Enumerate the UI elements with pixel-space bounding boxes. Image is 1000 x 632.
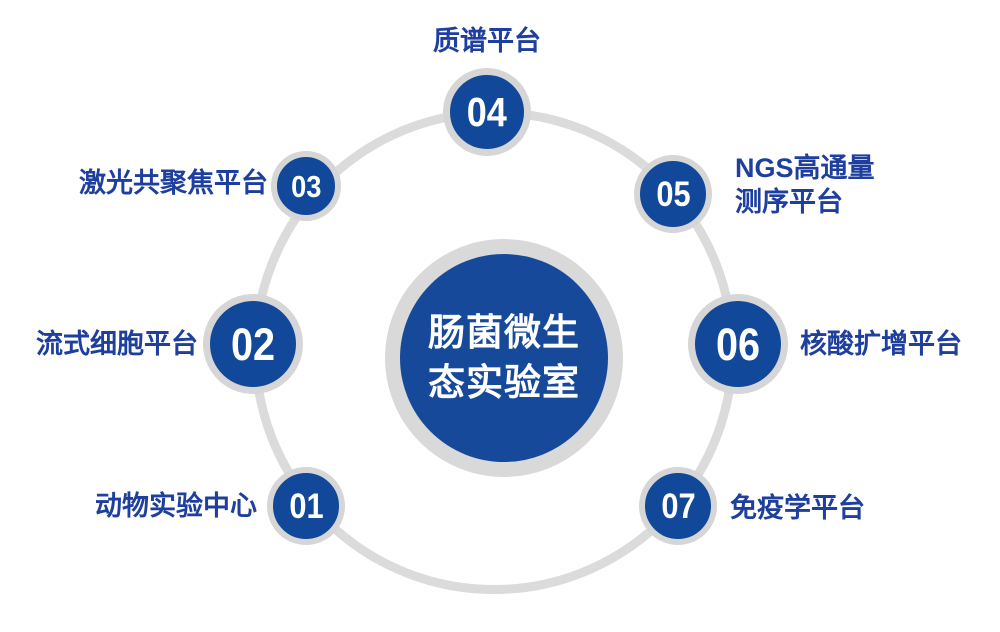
node-05-label-line1: NGS高通量 [735, 153, 875, 183]
node-05-label: NGS高通量 测序平台 [735, 151, 875, 219]
center-circle: 肠菌微生 态实验室 [385, 239, 623, 477]
node-03: 03 [271, 151, 341, 221]
node-01: 01 [267, 467, 345, 545]
node-03-label: 激光共聚焦平台 [79, 168, 268, 198]
node-02: 02 [203, 294, 303, 394]
node-07-label: 免疫学平台 [730, 493, 865, 523]
node-04-label: 质谱平台 [433, 26, 541, 56]
node-05: 05 [634, 155, 712, 233]
node-02-number: 02 [230, 318, 276, 370]
node-04-number: 04 [466, 88, 508, 135]
node-07-number: 07 [660, 486, 696, 526]
center-title-line1: 肠菌微生 [428, 312, 580, 353]
node-03-number: 03 [290, 168, 322, 204]
node-06: 06 [688, 294, 788, 394]
node-05-number: 05 [655, 174, 691, 214]
node-07: 07 [639, 467, 717, 545]
node-02-label: 流式细胞平台 [36, 329, 198, 359]
node-01-label: 动物实验中心 [95, 491, 257, 521]
node-06-number: 06 [715, 318, 761, 370]
node-06-label: 核酸扩增平台 [800, 329, 962, 359]
node-01-number: 01 [288, 486, 324, 526]
node-04: 04 [443, 68, 531, 156]
center-title-line2: 态实验室 [428, 362, 580, 403]
node-05-label-line2: 测序平台 [735, 187, 843, 217]
